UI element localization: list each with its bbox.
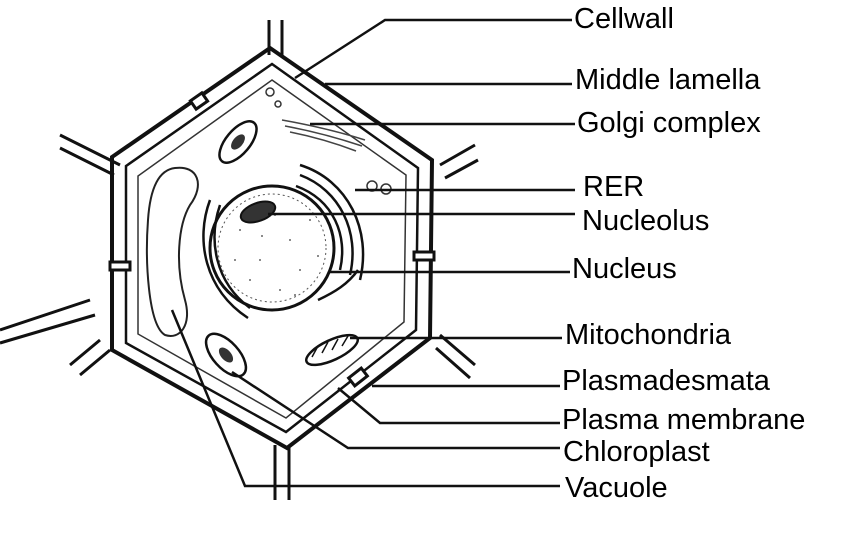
leader-vacuole	[170, 309, 560, 488]
label-plasmadesmata: Plasmadesmata	[562, 365, 770, 397]
label-nucleolus: Nucleolus	[582, 205, 710, 237]
label-middle-lamella: Middle lamella	[575, 64, 761, 96]
plasma-membrane	[137, 79, 407, 419]
chloroplast-top	[218, 120, 258, 164]
label-rer: RER	[583, 171, 645, 203]
label-golgi-complex: Golgi complex	[577, 107, 761, 139]
cell-wall	[110, 45, 435, 451]
leader-lines	[170, 18, 575, 488]
label-vacuole: Vacuole	[565, 472, 668, 504]
plasmodesmata	[108, 90, 436, 388]
label-plasma-membrane: Plasma membrane	[562, 404, 806, 436]
neighbor-cell-walls	[0, 20, 479, 500]
chloroplast-bottom	[204, 332, 248, 378]
label-cellwall: Cellwall	[574, 3, 674, 35]
leader-plasma-membrane	[337, 387, 560, 425]
label-chloroplast: Chloroplast	[563, 436, 710, 468]
label-mitochondria: Mitochondria	[565, 319, 732, 351]
label-nucleus: Nucleus	[572, 253, 677, 285]
golgi-complex	[281, 119, 366, 152]
leader-cellwall	[294, 18, 572, 80]
leader-chloroplast	[231, 370, 560, 450]
vacuole	[146, 166, 199, 337]
nucleolus	[239, 200, 277, 224]
